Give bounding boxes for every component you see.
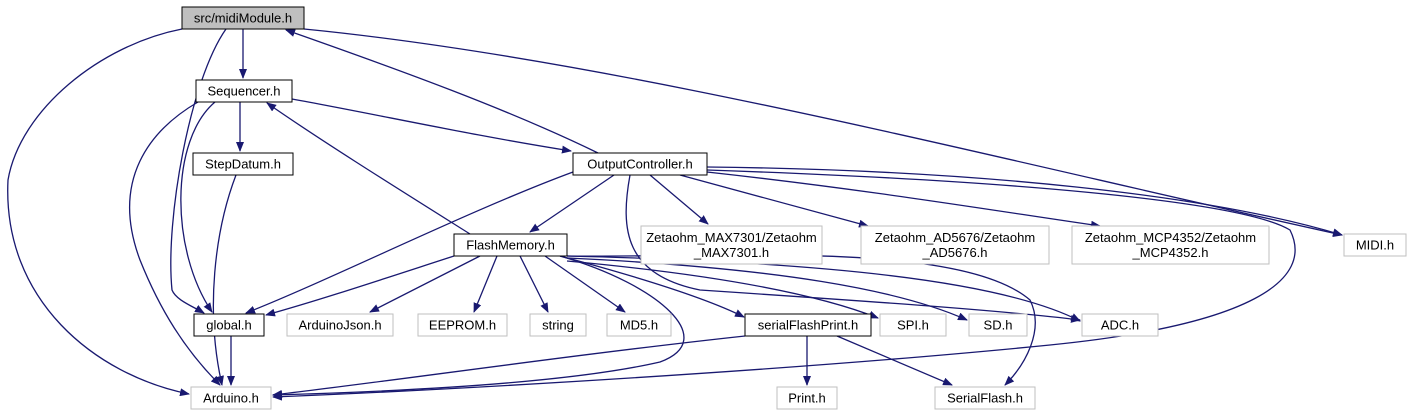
node-label: OutputController.h xyxy=(587,157,693,172)
node-EEPROM[interactable]: EEPROM.h xyxy=(417,313,508,337)
node-box xyxy=(453,233,568,257)
node-StepDatum[interactable]: StepDatum.h xyxy=(192,152,294,176)
node-box xyxy=(744,313,872,337)
node-label: _MCP4352.h xyxy=(1132,245,1209,260)
node-box xyxy=(1071,225,1270,265)
edge-FlashMemory-to-MD5 xyxy=(544,255,626,313)
node-label: _AD5676.h xyxy=(921,245,987,260)
node-label: src/midiModule.h xyxy=(194,11,292,26)
edge-Sequencer-to-Arduino xyxy=(129,101,221,386)
node-string[interactable]: string xyxy=(529,313,587,337)
node-AD5676[interactable]: Zetaohm_AD5676/Zetaohm_AD5676.h xyxy=(860,225,1050,265)
node-label: Sequencer.h xyxy=(207,84,280,99)
node-box xyxy=(286,313,394,337)
edge-OutputController-to-FlashMemory xyxy=(529,174,615,233)
edge-serialFlashPrint-to-Arduino xyxy=(272,335,746,398)
node-label: SerialFlash.h xyxy=(947,391,1023,406)
edge-FlashMemory-to-serialFlashPrint xyxy=(559,255,745,318)
edge-serialFlashPrint-to-SerialFlash xyxy=(836,335,953,386)
node-MD5[interactable]: MD5.h xyxy=(606,313,672,337)
node-ADC[interactable]: ADC.h xyxy=(1081,313,1159,337)
edge-FlashMemory-to-Arduino xyxy=(272,255,685,399)
edge-FlashMemory-to-EEPROM xyxy=(473,255,498,313)
node-global[interactable]: global.h xyxy=(193,313,265,337)
edge-midiModule-to-Arduino xyxy=(7,28,190,397)
node-MIDI[interactable]: MIDI.h xyxy=(1343,233,1407,257)
node-label: SD.h xyxy=(984,318,1013,333)
edge-OutputController-to-midiModule xyxy=(285,29,599,154)
node-box xyxy=(860,225,1050,265)
edge-FlashMemory-to-ArduinoJson xyxy=(369,255,481,313)
node-box xyxy=(934,386,1036,410)
node-label: Zetaohm_AD5676/Zetaohm xyxy=(875,230,1035,245)
node-box xyxy=(1343,233,1407,257)
node-label: _MAX7301.h xyxy=(693,245,769,260)
edge-StepDatum-to-Arduino xyxy=(212,174,237,386)
node-label: ArduinoJson.h xyxy=(298,318,381,333)
node-box xyxy=(1081,313,1159,337)
edge-OutputController-to-MIDI xyxy=(706,166,1343,237)
edge-FlashMemory-to-ADC xyxy=(566,255,1081,322)
edge-midiModule-to-MIDI xyxy=(303,28,1343,237)
edge-OutputController-to-ADC xyxy=(625,174,1081,323)
edge-midiModule-to-global xyxy=(170,28,227,314)
node-box xyxy=(190,386,272,410)
node-serialFlashPrint[interactable]: serialFlashPrint.h xyxy=(744,313,872,337)
node-label: string xyxy=(542,318,574,333)
node-label: MD5.h xyxy=(620,318,658,333)
edge-Sequencer-to-OutputController xyxy=(291,98,572,154)
node-box xyxy=(968,313,1028,337)
node-midiModule[interactable]: src/midiModule.h xyxy=(181,6,305,30)
node-box xyxy=(776,386,838,410)
node-MCP4352[interactable]: Zetaohm_MCP4352/Zetaohm_MCP4352.h xyxy=(1071,225,1270,265)
node-box xyxy=(529,313,587,337)
node-MAX7301[interactable]: Zetaohm_MAX7301/Zetaohm_MAX7301.h xyxy=(640,225,823,265)
node-FlashMemory[interactable]: FlashMemory.h xyxy=(453,233,568,257)
edge-OutputController-to-AD5676 xyxy=(679,174,869,228)
node-label: ADC.h xyxy=(1101,318,1139,333)
node-label: global.h xyxy=(206,318,252,333)
node-Arduino[interactable]: Arduino.h xyxy=(190,386,272,410)
node-label: Zetaohm_MAX7301/Zetaohm xyxy=(646,230,817,245)
edge-OutputController-to-Arduino xyxy=(272,169,1296,401)
node-OutputController[interactable]: OutputController.h xyxy=(572,152,708,176)
node-label: serialFlashPrint.h xyxy=(758,318,858,333)
node-box xyxy=(606,313,672,337)
node-label: MIDI.h xyxy=(1356,238,1394,253)
edge-OutputController-to-MCP4352 xyxy=(706,171,1101,229)
node-ArduinoJson[interactable]: ArduinoJson.h xyxy=(286,313,394,337)
node-Sequencer[interactable]: Sequencer.h xyxy=(195,79,293,103)
edge-FlashMemory-to-Sequencer xyxy=(266,102,471,235)
node-SerialFlash[interactable]: SerialFlash.h xyxy=(934,386,1036,410)
node-label: SPI.h xyxy=(897,318,929,333)
node-box xyxy=(193,313,265,337)
node-box xyxy=(417,313,508,337)
edge-OutputController-to-MAX7301 xyxy=(649,174,709,225)
node-Print[interactable]: Print.h xyxy=(776,386,838,410)
edge-FlashMemory-to-SPI xyxy=(566,260,879,319)
node-label: FlashMemory.h xyxy=(466,238,555,253)
node-SD[interactable]: SD.h xyxy=(968,313,1028,337)
node-box xyxy=(879,313,947,337)
node-box xyxy=(192,152,294,176)
edge-Sequencer-to-global xyxy=(180,101,216,313)
node-label: StepDatum.h xyxy=(205,157,281,172)
edge-FlashMemory-to-global xyxy=(265,255,455,317)
node-box xyxy=(181,6,305,30)
node-label: Arduino.h xyxy=(203,391,259,406)
node-label: Zetaohm_MCP4352/Zetaohm xyxy=(1085,230,1256,245)
node-label: Print.h xyxy=(788,391,826,406)
edge-FlashMemory-to-string xyxy=(519,255,549,313)
edge-OutputController-to-global xyxy=(245,171,574,314)
node-box xyxy=(640,225,823,265)
node-box xyxy=(572,152,708,176)
node-box xyxy=(195,79,293,103)
node-SPI[interactable]: SPI.h xyxy=(879,313,947,337)
node-label: EEPROM.h xyxy=(429,318,496,333)
